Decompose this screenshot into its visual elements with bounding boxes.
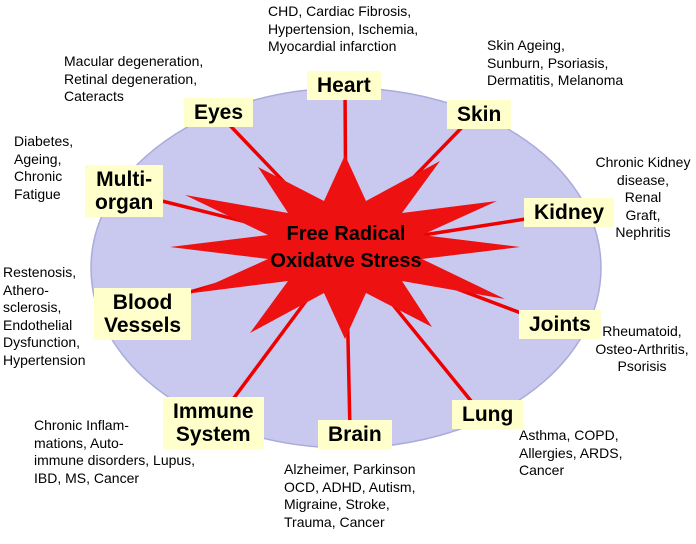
node-diseases-brain: Alzheimer, Parkinson OCD, ADHD, Autism, …: [284, 461, 416, 530]
node-label-blood-vessels: Blood Vessels: [94, 288, 192, 340]
node-label-multi-organ: Multi- organ: [85, 165, 164, 217]
node-label-immune-system: Immune System: [163, 397, 264, 449]
node-diseases-heart: CHD, Cardiac Fibrosis, Hypertension, Isc…: [268, 3, 419, 54]
node-label-brain: Brain: [318, 420, 392, 449]
node-label-lung: Lung: [452, 400, 524, 429]
node-label-eyes: Eyes: [184, 98, 254, 127]
node-diseases-multi-organ: Diabetes, Ageing, Chronic Fatigue: [14, 133, 74, 202]
node-diseases-kidney: Chronic Kidney disease, Renal Graft, Nep…: [595, 154, 691, 240]
node-label-heart: Heart: [307, 71, 381, 100]
node-diseases-skin: Skin Ageing, Sunburn, Psoriasis, Dermati…: [487, 37, 624, 88]
center-title: Free Radical Oxidatve Stress: [270, 223, 422, 272]
node-label-skin: Skin: [447, 100, 512, 129]
node-diseases-eyes: Macular degeneration, Retinal degenerati…: [64, 53, 204, 104]
node-label-joints: Joints: [519, 310, 601, 339]
node-label-kidney: Kidney: [524, 198, 615, 227]
node-diseases-blood-vessels: Restenosis, Athero- sclerosis, Endotheli…: [3, 264, 86, 368]
node-diseases-immune-system: Chronic Inflam- mations, Auto- immune di…: [34, 417, 196, 486]
starburst-shape: [170, 155, 520, 339]
node-diseases-lung: Asthma, COPD, Allergies, ARDS, Cancer: [519, 427, 623, 478]
node-diseases-joints: Rheumatoid, Osteo-Arthritis, Psorisis: [595, 323, 689, 374]
